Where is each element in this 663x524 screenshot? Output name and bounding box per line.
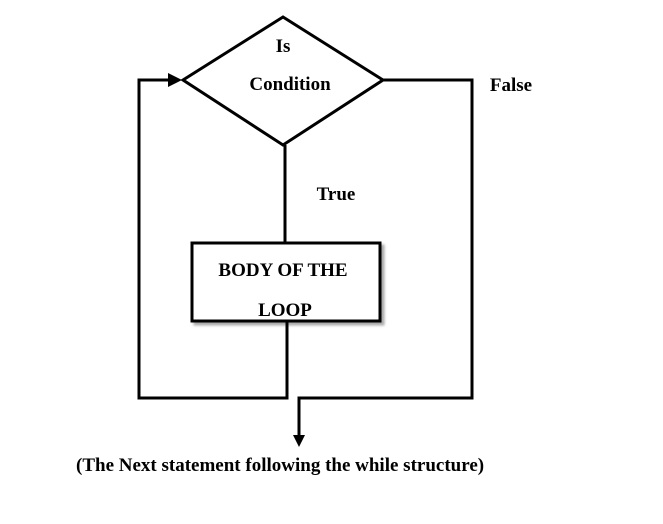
loop-body-text-line1: BODY OF THE [218,260,347,281]
exit-arrowhead [293,435,305,447]
loop-body-box [190,241,382,323]
true-label: True [317,184,356,205]
decision-text-line1: Is [276,36,291,57]
loop-body-text-line2: LOOP [258,300,312,321]
false-label: False [490,75,532,96]
decision-diamond [180,15,386,147]
false-exit-line [297,78,474,437]
next-statement-caption: (The Next statement following the while … [76,455,484,476]
loop-back-line [137,78,289,400]
decision-text-line2: Condition [249,74,331,95]
loop-back-arrowhead [168,73,182,87]
